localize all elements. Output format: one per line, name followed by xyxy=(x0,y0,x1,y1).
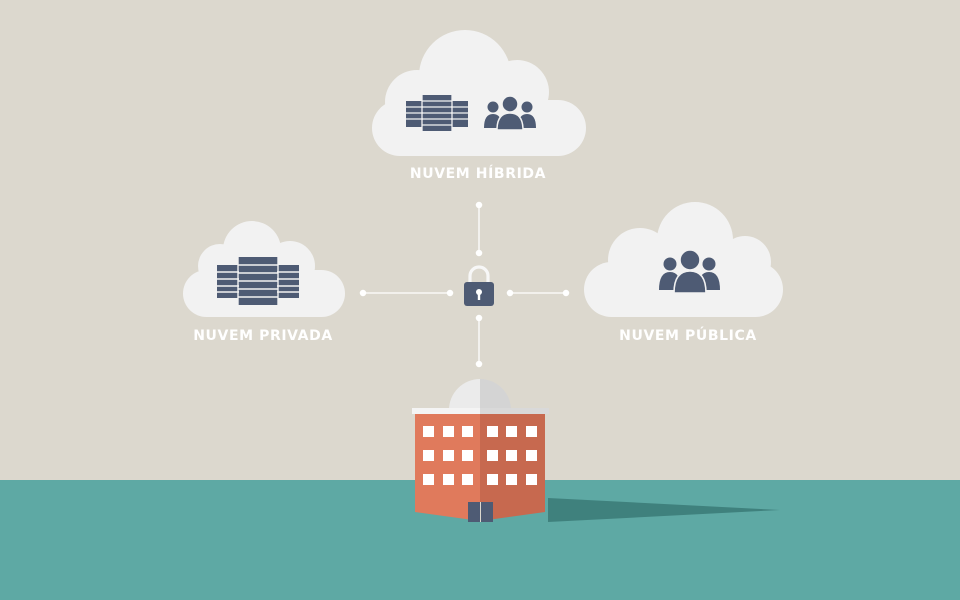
public-cloud xyxy=(584,202,783,317)
connector-lines xyxy=(359,201,570,368)
hybrid-cloud xyxy=(372,30,586,156)
server-rack-icon xyxy=(406,95,468,131)
padlock-icon xyxy=(464,265,494,306)
server-rack-icon xyxy=(217,257,299,305)
private-cloud xyxy=(183,221,345,317)
users-group-icon xyxy=(659,249,720,294)
building-door xyxy=(468,502,493,522)
building-windows xyxy=(423,426,537,485)
office-building xyxy=(412,379,549,522)
private-cloud-label: NUVEM PRIVADA xyxy=(193,328,333,344)
public-cloud-label: NUVEM PÚBLICA xyxy=(619,328,757,344)
users-group-icon xyxy=(484,95,536,131)
hybrid-cloud-label: NUVEM HÍBRIDA xyxy=(409,166,547,182)
building-shadow xyxy=(548,498,780,522)
